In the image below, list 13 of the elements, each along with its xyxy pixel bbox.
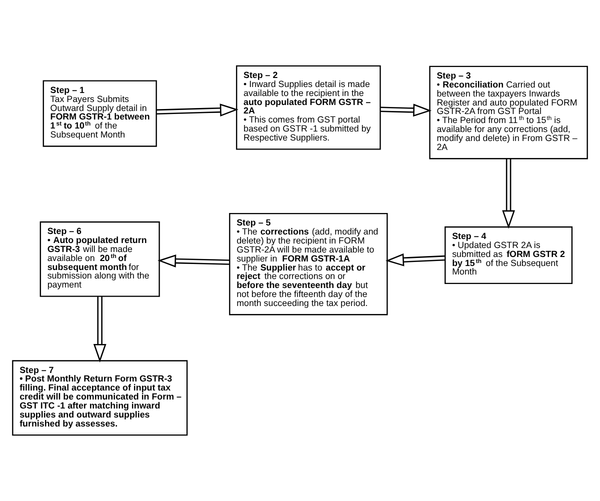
arrow [93,296,106,362]
node-box: Step – 5 • The corrections (add, modify and delete) by the recipient in FORM GSTR-2A will be made available to supplier in FORM GSTR-1A • The Supplier has to accept or reject the corrections on or before the seventeenth day but not before the fifteenth day of the month succeeding the tax period. [229,213,388,316]
arrow [502,158,516,229]
arrow [158,254,230,268]
node-box: Step – 7 • Post Monthly Return Form GSTR-3 filling. Final acceptance of input tax credit will be communicated in Form – GST ITC -1 after matching inward supplies and outward supplies furnished by assesses. [12,360,188,436]
arrow [380,104,432,117]
node-box: Step – 3 • Reconciliation Carried out between the taxpayers Inwards Register and auto populated FORM GSTR-2A from GST Portal • The Period from 11$^{th}$ to 15$^{th}$ is available for any corrections (add, modify and delete) in From GSTR – 2A [429,66,588,160]
node-box: Step – 1 Tax Payers Submits Outward Supply detail in FORM GSTR-1 between 1$^{st}$ to 10$^{th}$ of the Subsequent Month [42,80,157,147]
node-box: Step – 4 • Updated GSTR 2A is submitted as fORM GSTR 2 by 15$^{th}$ of the Subsequent Month [444,226,573,284]
arrow [386,253,446,266]
node-box: Step – 6 • Auto populated return GSTR-3 will be made available on 20$^{th}$ of subsequent month for submission along with the payment [40,221,160,297]
arrow [156,104,238,117]
node-box: Step – 2 • Inward Supplies detail is made available to the recipient in the auto populated FORM GSTR – 2A • This comes from GST portal based on GSTR -1 submitted by Respective Suppliers. [236,65,381,150]
